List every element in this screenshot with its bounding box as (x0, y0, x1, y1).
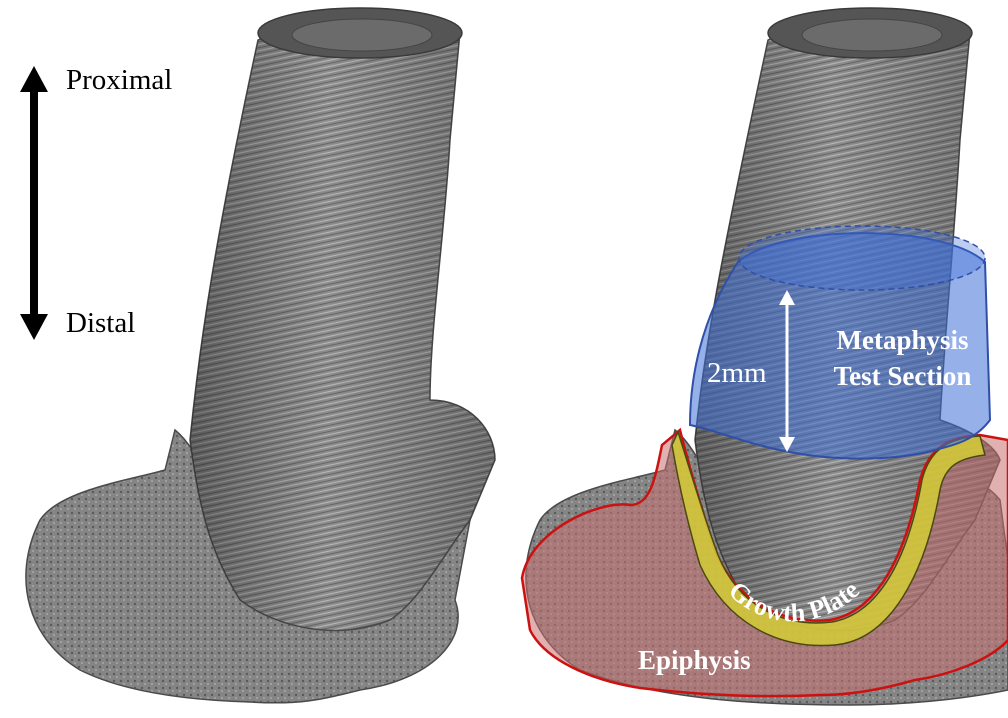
metaphysis-label-line2: Test Section (820, 358, 985, 394)
distal-label: Distal (66, 307, 135, 340)
epiphysis-label: Epiphysis (638, 645, 751, 676)
measurement-label: 2mm (707, 357, 767, 390)
orientation-arrow (20, 66, 48, 340)
left-bone-marrow-cavity (292, 19, 432, 51)
left-bone (26, 8, 495, 703)
right-bone-marrow-cavity (802, 19, 942, 51)
proximal-label: Proximal (66, 64, 172, 97)
arrow-up-head (20, 66, 48, 92)
arrow-down-head (20, 314, 48, 340)
metaphysis-label: Metaphysis Test Section (820, 322, 985, 394)
metaphysis-label-line1: Metaphysis (820, 322, 985, 358)
metaphysis-top-ellipse (739, 226, 985, 290)
